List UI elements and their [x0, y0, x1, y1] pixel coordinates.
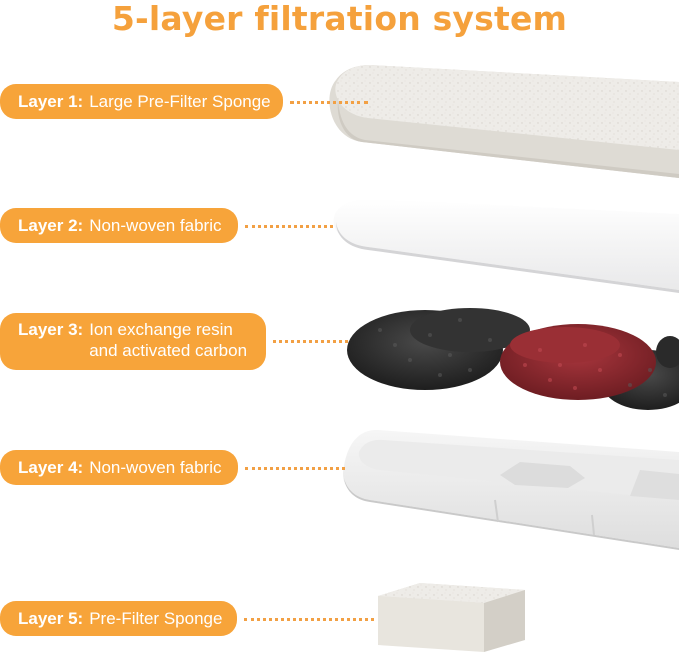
- layer-2-label: Layer 2:: [18, 216, 84, 235]
- layer-2-leader-line: [245, 225, 333, 228]
- layer-5-sponge-image: [378, 583, 525, 652]
- layer-1-leader-line: [290, 101, 368, 104]
- layer-3-label: Layer 3:: [18, 320, 84, 339]
- layer-3-description: Ion exchange resin and activated carbon: [89, 320, 248, 360]
- layer-1-tag: Layer 1: Large Pre-Filter Sponge: [0, 84, 283, 119]
- layer-2-description: Non-woven fabric: [89, 216, 222, 235]
- page-title: 5-layer filtration system: [111, 0, 568, 38]
- layer-1-description: Large Pre-Filter Sponge: [89, 92, 271, 111]
- layer-5-description: Pre-Filter Sponge: [89, 609, 223, 628]
- layer-2-fabric-image: [333, 198, 679, 293]
- layer-5-label: Layer 5:: [18, 609, 84, 628]
- layer-3-granules-image: [347, 308, 679, 410]
- layer-4-tag: Layer 4: Non-woven fabric: [0, 450, 238, 485]
- layer-4-label: Layer 4:: [18, 458, 84, 477]
- layer-4-tray-image: [343, 429, 679, 550]
- layer-4-description: Non-woven fabric: [89, 458, 222, 477]
- layer-5-leader-line: [244, 618, 374, 621]
- layer-1-label: Layer 1:: [18, 92, 84, 111]
- layer-2-tag: Layer 2: Non-woven fabric: [0, 208, 238, 243]
- layer-3-leader-line: [273, 340, 348, 343]
- layer-5-tag: Layer 5: Pre-Filter Sponge: [0, 601, 237, 636]
- layer-4-leader-line: [245, 467, 345, 470]
- layer-1-sponge-image: [329, 65, 679, 178]
- layer-3-tag: Layer 3: Ion exchange resin and activate…: [0, 313, 266, 370]
